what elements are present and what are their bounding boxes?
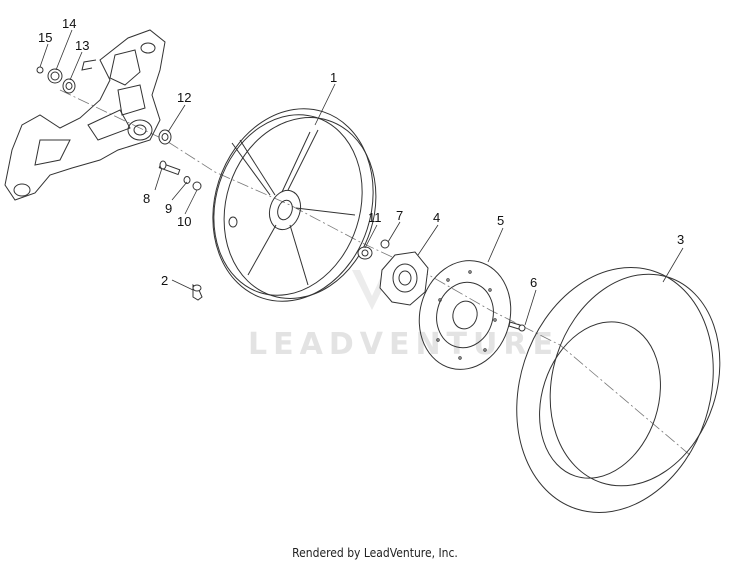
axle-hardware xyxy=(158,129,202,191)
callout-14: 14 xyxy=(62,16,76,31)
footer-credit: Rendered by LeadVenture, Inc. xyxy=(292,546,458,560)
hub-flange-group xyxy=(357,239,429,306)
svg-text:LEADVENTURE: LEADVENTURE xyxy=(248,327,559,362)
valve-stem xyxy=(192,283,203,301)
callout-labels: 1 2 3 4 5 6 7 8 9 10 11 12 13 14 15 xyxy=(38,16,684,290)
tire xyxy=(516,267,721,513)
callout-11: 11 xyxy=(368,210,382,225)
callout-12: 12 xyxy=(177,90,191,105)
callout-1: 1 xyxy=(330,70,337,85)
callout-2: 2 xyxy=(161,273,168,288)
callout-4: 4 xyxy=(433,210,440,225)
wheel-rim xyxy=(212,108,377,302)
callout-5: 5 xyxy=(497,213,504,228)
callout-15: 15 xyxy=(38,30,52,45)
callout-13: 13 xyxy=(75,38,89,53)
spacer-nut-washer-group xyxy=(36,66,76,94)
callout-8: 8 xyxy=(143,191,150,206)
disc-screw xyxy=(508,321,526,332)
callout-10: 10 xyxy=(177,214,191,229)
assembly-centerline xyxy=(59,89,691,456)
swing-arm-bracket xyxy=(4,29,166,201)
callout-7: 7 xyxy=(396,208,403,223)
callout-3: 3 xyxy=(677,232,684,247)
brake-disc xyxy=(418,260,512,370)
callout-9: 9 xyxy=(165,201,172,216)
callout-6: 6 xyxy=(530,275,537,290)
leader-lines xyxy=(39,29,684,326)
